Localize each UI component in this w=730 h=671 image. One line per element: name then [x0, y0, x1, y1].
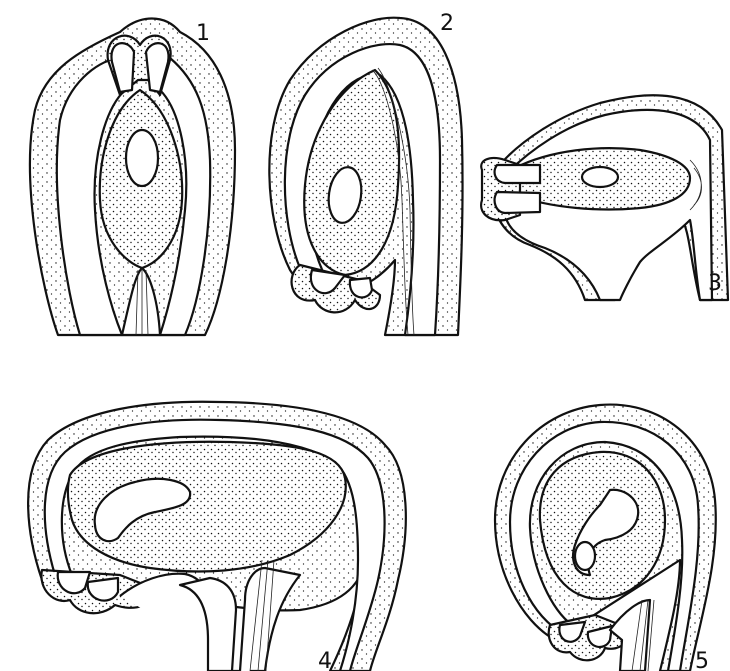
embryo-sac [126, 130, 158, 186]
stage-label-2: 2 [440, 11, 454, 36]
stage-label-1: 1 [196, 21, 210, 46]
stage-label-4: 4 [318, 649, 332, 671]
stage-label-5: 5 [695, 649, 709, 671]
stage-2-ovule: 2 [269, 11, 462, 335]
stage-5-ovule: 5 [495, 405, 716, 671]
stage-3-ovule: 3 [481, 95, 728, 300]
stage-4-ovule: 4 [28, 402, 406, 671]
embryo-sac [582, 167, 618, 187]
stage-label-3: 3 [708, 271, 722, 296]
stage-1-orthotropous-ovule: 1 [30, 19, 235, 336]
